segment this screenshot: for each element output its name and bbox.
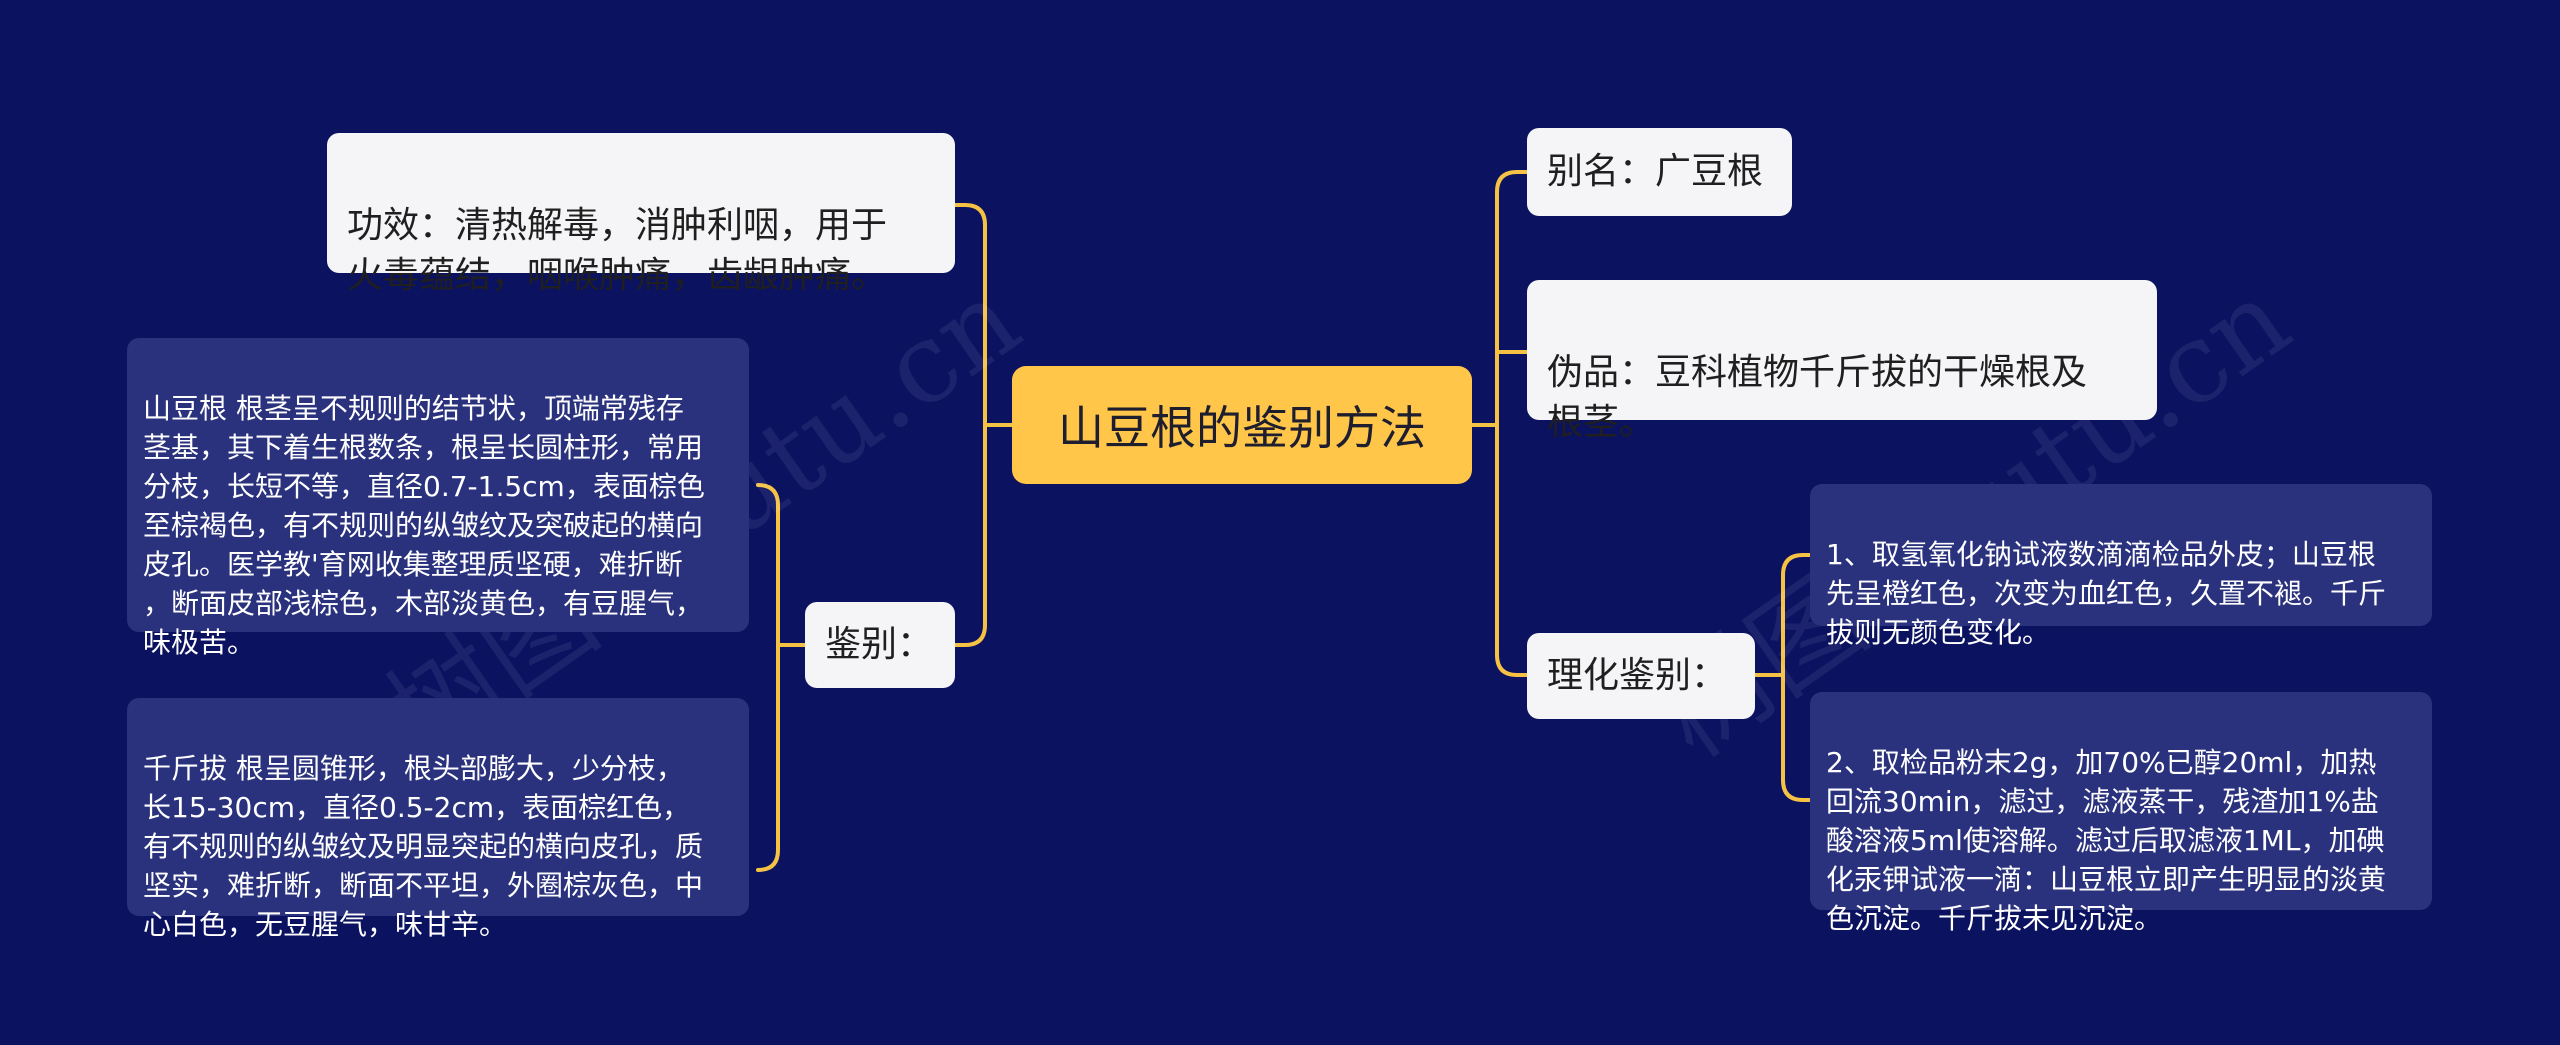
connector-physchem-trunk	[1781, 553, 1805, 802]
subtopic-shandougen[interactable]: 山豆根 根茎呈不规则的结节状，顶端常残存 茎基，其下着生根数条，根呈长圆柱形，常…	[127, 338, 749, 659]
connector-right-trunk	[1495, 170, 1519, 677]
topic-counterfeit-text: 伪品：豆科植物千斤拔的干燥根及 根茎。	[1547, 352, 2088, 443]
connector-identification-trunk	[756, 483, 780, 872]
root-topic[interactable]: 山豆根的鉴别方法	[1012, 366, 1472, 484]
topic-physchem-label: 理化鉴别：	[1547, 655, 1728, 696]
subtopic-qianjinba[interactable]: 千斤拔 根呈圆锥形，根头部膨大，少分枝， 长15-30cm，直径0.5-2cm，…	[127, 698, 749, 941]
subtopic-physchem-test1[interactable]: 1、取氢氧化钠试液数滴滴检品外皮；山豆根 先呈橙红色，次变为血红色，久置不褪。千…	[1810, 484, 2432, 649]
subtopic-shandougen-text: 山豆根 根茎呈不规则的结节状，顶端常残存 茎基，其下着生根数条，根呈长圆柱形，常…	[143, 392, 705, 659]
topic-identification-label: 鉴别：	[825, 624, 934, 665]
subtopic-physchem-test1-text: 1、取氢氧化钠试液数滴滴检品外皮；山豆根 先呈橙红色，次变为血红色，久置不褪。千…	[1826, 538, 2387, 649]
topic-identification[interactable]: 鉴别：	[805, 602, 955, 688]
topic-counterfeit[interactable]: 伪品：豆科植物千斤拔的干燥根及 根茎。	[1527, 280, 2157, 443]
topic-efficacy-text: 功效：清热解毒，消肿利咽，用于 火毒蕴结，咽喉肿痛，齿龈肿痛。	[347, 205, 888, 296]
subtopic-qianjinba-text: 千斤拔 根呈圆锥形，根头部膨大，少分枝， 长15-30cm，直径0.5-2cm，…	[143, 752, 704, 941]
topic-alias[interactable]: 别名：广豆根	[1527, 128, 1792, 216]
connector-left-trunk	[963, 203, 987, 647]
topic-efficacy[interactable]: 功效：清热解毒，消肿利咽，用于 火毒蕴结，咽喉肿痛，齿龈肿痛。	[327, 133, 955, 296]
subtopic-physchem-test2[interactable]: 2、取检品粉末2g，加70%已醇20ml，加热 回流30min，滤过，滤液蒸干，…	[1810, 692, 2432, 935]
topic-physchem[interactable]: 理化鉴别：	[1527, 633, 1755, 719]
topic-alias-text: 别名：广豆根	[1547, 151, 1764, 192]
subtopic-physchem-test2-text: 2、取检品粉末2g，加70%已醇20ml，加热 回流30min，滤过，滤液蒸干，…	[1826, 746, 2387, 935]
root-topic-label: 山豆根的鉴别方法	[1058, 401, 1426, 455]
